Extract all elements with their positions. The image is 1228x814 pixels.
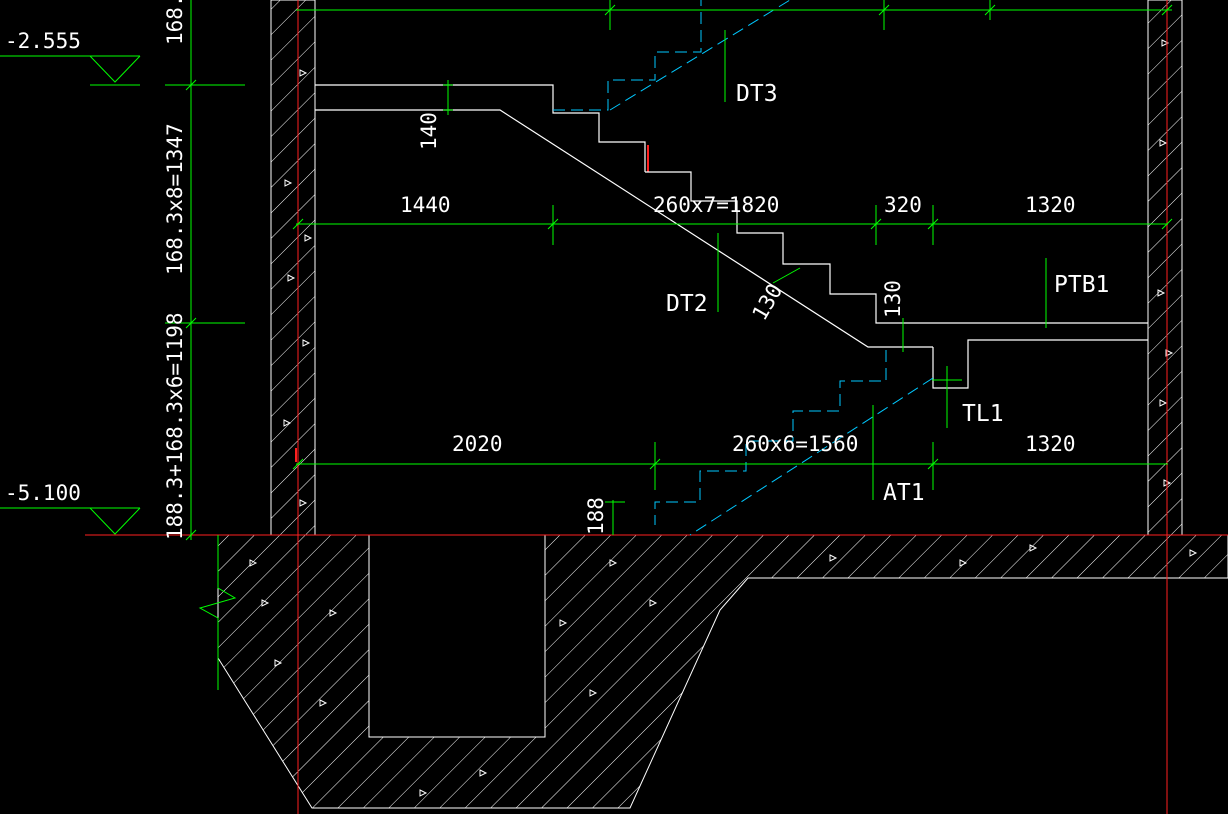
hdim-lower-1: 2020: [452, 432, 503, 456]
hdim-upper-3: 320: [884, 193, 922, 217]
label-dt3: DT3: [736, 81, 778, 107]
dimension-lines: [0, 0, 1173, 690]
level-lower: -5.100: [5, 481, 81, 505]
foundation-pit: [368, 534, 546, 738]
thickness-slab-top: 140: [417, 112, 441, 150]
label-dt2: DT2: [666, 291, 708, 317]
thickness-platform: 130: [881, 280, 905, 318]
hdim-upper-1: 1440: [400, 193, 451, 217]
ptb1-slab: [932, 339, 1148, 389]
dt2-steps: [645, 171, 1148, 324]
left-wall: [270, 0, 316, 536]
hdim-lower-3: 1320: [1025, 432, 1076, 456]
vdim-bottom: 188.3+168.3x6=1198: [163, 312, 187, 540]
foundation-section: [217, 534, 1228, 809]
vdim-middle: 168.3x8=1347: [163, 123, 187, 275]
hdim-upper-4: 1320: [1025, 193, 1076, 217]
drawing-text: -2.555 -5.100 168.3 168.3x8=1347 188.3+1…: [5, 0, 1109, 540]
vdim-small: 188: [584, 497, 608, 535]
label-ptb1: PTB1: [1054, 272, 1109, 298]
at1-hidden-steps: [654, 350, 887, 525]
hdim-upper-2: 260x7=1820: [653, 193, 779, 217]
upper-landing: [315, 84, 646, 172]
label-at1: AT1: [883, 480, 925, 506]
label-tl1: TL1: [962, 401, 1004, 427]
vdim-top: 168.3: [163, 0, 187, 45]
axis-lines: [85, 0, 1228, 814]
dt3-hidden-steps: [553, 0, 702, 111]
hidden-stairs: [553, 0, 934, 536]
thickness-slab-mid: 130: [748, 280, 788, 325]
right-wall: [1147, 0, 1183, 536]
stair-structure: [315, 84, 1148, 389]
hdim-lower-2: 260x6=1560: [732, 432, 858, 456]
level-upper: -2.555: [5, 29, 81, 53]
